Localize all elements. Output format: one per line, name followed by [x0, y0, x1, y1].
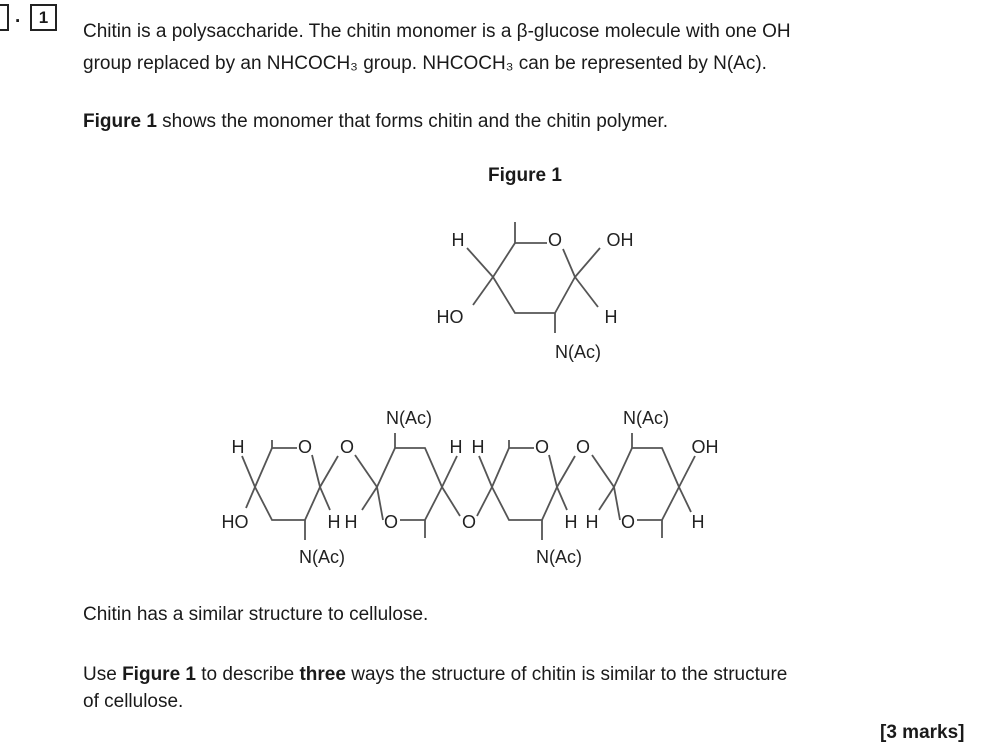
previous-question-box	[0, 4, 9, 31]
question-number-box: 1	[30, 4, 57, 31]
atom-label: N(Ac)	[386, 408, 432, 428]
atom-label: O	[298, 437, 312, 457]
figure-reference: Figure 1 shows the monomer that forms ch…	[83, 111, 668, 133]
question-separator: .	[15, 6, 21, 27]
atom-label: O	[548, 230, 562, 250]
atom-label: HO	[222, 512, 249, 532]
atom-label: N(Ac)	[299, 547, 345, 567]
atom-label: N(Ac)	[623, 408, 669, 428]
task-text: to describe	[195, 664, 300, 685]
task-three: three	[299, 664, 346, 685]
atom-label: O	[384, 512, 398, 532]
atom-label: O	[535, 437, 549, 457]
atom-label: H	[450, 437, 463, 457]
figure-ref-bold: Figure 1	[83, 111, 157, 132]
atom-label: N(Ac)	[555, 342, 601, 362]
intro-line-1: Chitin is a polysaccharide. The chitin m…	[83, 21, 791, 42]
atom-label: HO	[437, 307, 464, 327]
atom-label: H	[692, 512, 705, 532]
atom-label: H	[232, 437, 245, 457]
atom-label: H	[345, 512, 358, 532]
atom-label: O	[462, 512, 476, 532]
atom-label: H	[472, 437, 485, 457]
task-text: Use	[83, 664, 123, 685]
atom-label: OH	[692, 437, 719, 457]
figure-ref-text: shows the monomer that forms chitin and …	[156, 111, 669, 132]
atom-label: H	[452, 230, 465, 250]
figure-title: Figure 1	[488, 165, 562, 186]
intro-line-2: group replaced by an NHCOCH₃ group. NHCO…	[83, 53, 767, 74]
similar-structure-text: Chitin has a similar structure to cellul…	[83, 604, 429, 625]
atom-label: O	[340, 437, 354, 457]
atom-label: N(Ac)	[536, 547, 582, 567]
atom-label: H	[605, 307, 618, 327]
atom-label: O	[576, 437, 590, 457]
bond	[514, 222, 547, 244]
chitin-polymer: H O HO H N(Ac) O H N(Ac) O H O H O H N(A…	[222, 408, 719, 567]
chitin-monomer: H O OH HO H N(Ac)	[437, 222, 634, 362]
atom-label: H	[328, 512, 341, 532]
atom-label: H	[565, 512, 578, 532]
task-line-1: Use Figure 1 to describe three ways the …	[83, 664, 787, 686]
marks-label: [3 marks]	[880, 722, 965, 743]
atom-label: O	[621, 512, 635, 532]
atom-label: H	[586, 512, 599, 532]
atom-label: OH	[607, 230, 634, 250]
task-text: ways the structure of chitin is similar …	[345, 664, 788, 685]
task-figure-ref: Figure 1	[122, 664, 196, 685]
task-line-2: of cellulose.	[83, 691, 184, 712]
